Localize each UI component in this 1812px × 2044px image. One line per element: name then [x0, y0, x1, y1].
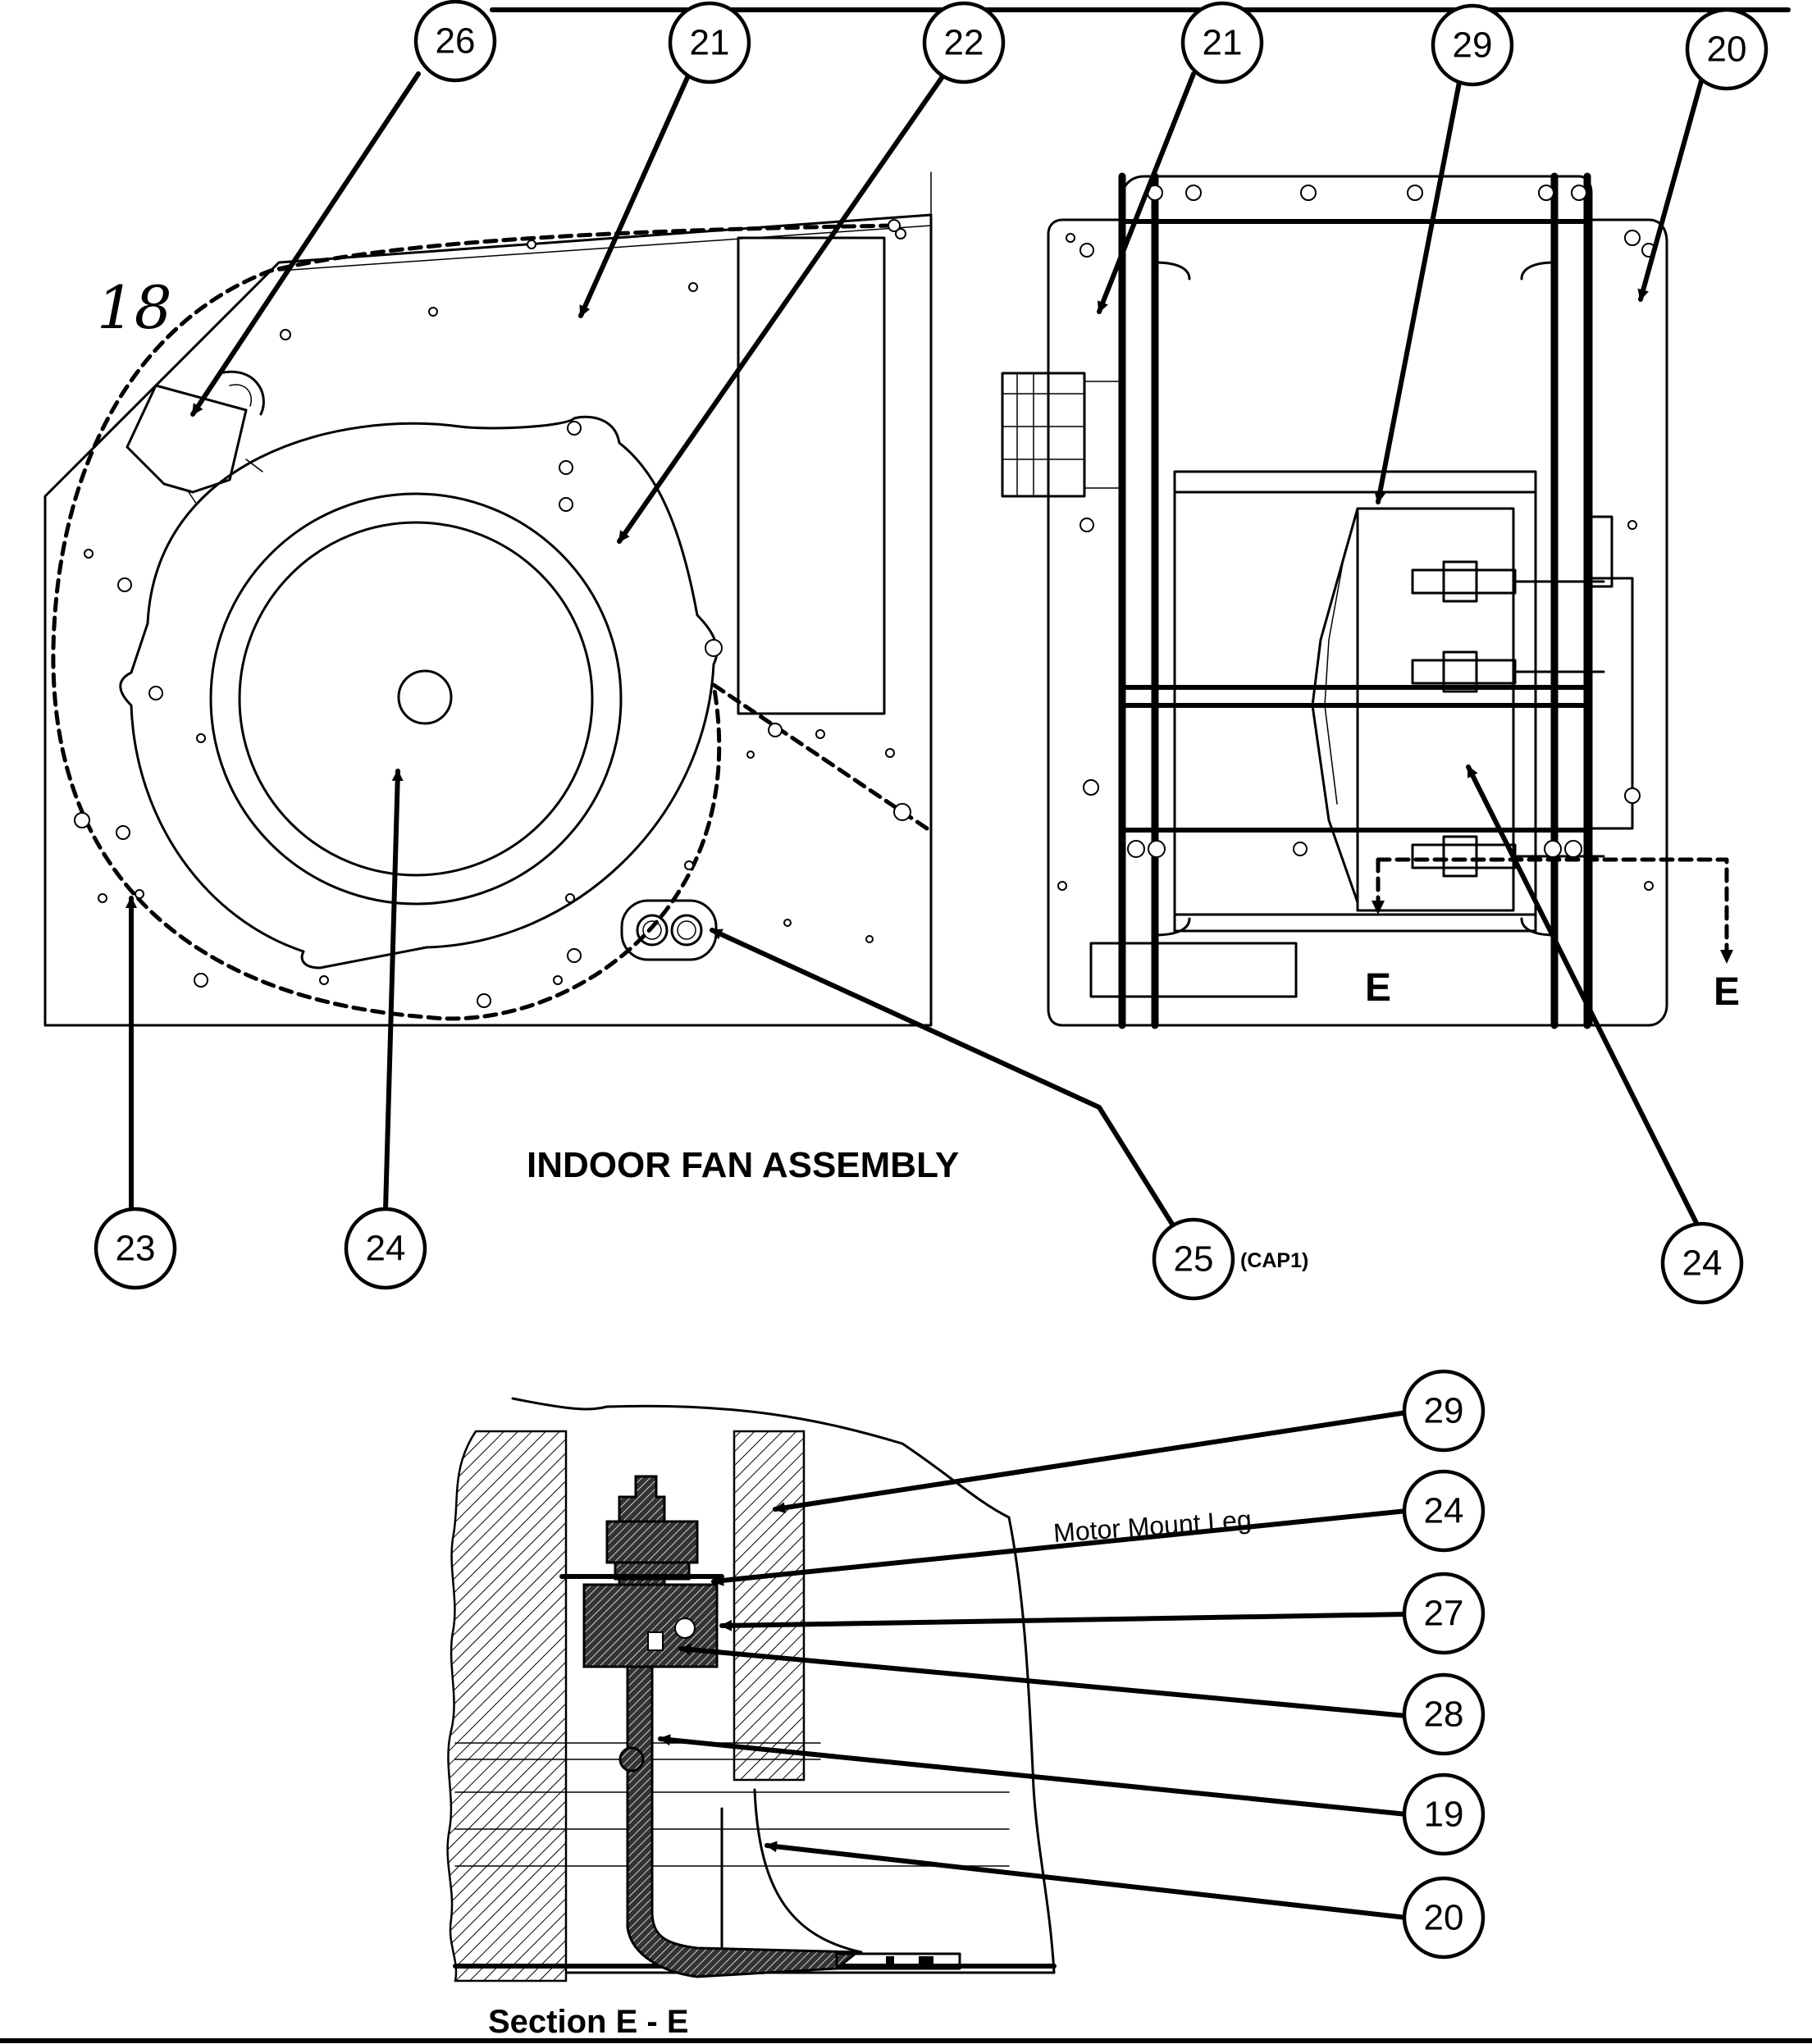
callout-27: 27 [1402, 1572, 1486, 1655]
leader-lines [126, 71, 1705, 1920]
svg-text:21: 21 [1203, 23, 1243, 63]
fan-housing-side-view [43, 171, 933, 1027]
callout-20-section: 20 [1402, 1876, 1486, 1960]
svg-text:24: 24 [366, 1229, 406, 1269]
callout-24-section: 24 [1402, 1469, 1486, 1553]
cap1-label: (CAP1) [1240, 1249, 1308, 1272]
callout-24-right: 24 [1660, 1221, 1744, 1305]
callout-23: 23 [94, 1207, 177, 1290]
callout-21-right: 21 [1180, 1, 1264, 84]
svg-text:23: 23 [116, 1229, 156, 1269]
callout-19: 19 [1402, 1773, 1486, 1856]
callout-29-top: 29 [1431, 3, 1514, 87]
callout-21-left: 21 [668, 1, 751, 84]
section-title: Section E - E [488, 2004, 689, 2040]
svg-text:28: 28 [1424, 1695, 1464, 1735]
svg-text:20: 20 [1424, 1898, 1464, 1938]
callout-28: 28 [1402, 1672, 1486, 1756]
callout-29-section: 29 [1402, 1369, 1486, 1453]
section-marker-right: E [1714, 970, 1740, 1014]
svg-text:26: 26 [436, 21, 476, 62]
section-marker-left: E [1365, 966, 1391, 1010]
svg-text:24: 24 [1424, 1491, 1464, 1531]
callout-26: 26 [413, 0, 497, 83]
svg-text:29: 29 [1424, 1391, 1464, 1431]
svg-text:24: 24 [1682, 1243, 1723, 1284]
motor-mount-leg-label: Motor Mount Leg [1052, 1504, 1253, 1548]
svg-text:22: 22 [944, 23, 984, 63]
svg-text:27: 27 [1424, 1594, 1464, 1634]
callout-22: 22 [922, 1, 1006, 84]
callout-24-left: 24 [344, 1207, 427, 1290]
svg-text:29: 29 [1453, 25, 1493, 66]
assembly-title: INDOOR FAN ASSEMBLY [527, 1145, 959, 1185]
fan-assembly-front-view: E E [1001, 172, 1740, 1029]
svg-text:25: 25 [1174, 1239, 1214, 1280]
handwritten-note: 18 [97, 273, 172, 342]
callout-25: 25 [1152, 1217, 1235, 1301]
svg-text:21: 21 [690, 23, 730, 63]
svg-text:19: 19 [1424, 1795, 1464, 1835]
svg-text:20: 20 [1707, 30, 1747, 70]
callout-20-top: 20 [1685, 7, 1769, 91]
